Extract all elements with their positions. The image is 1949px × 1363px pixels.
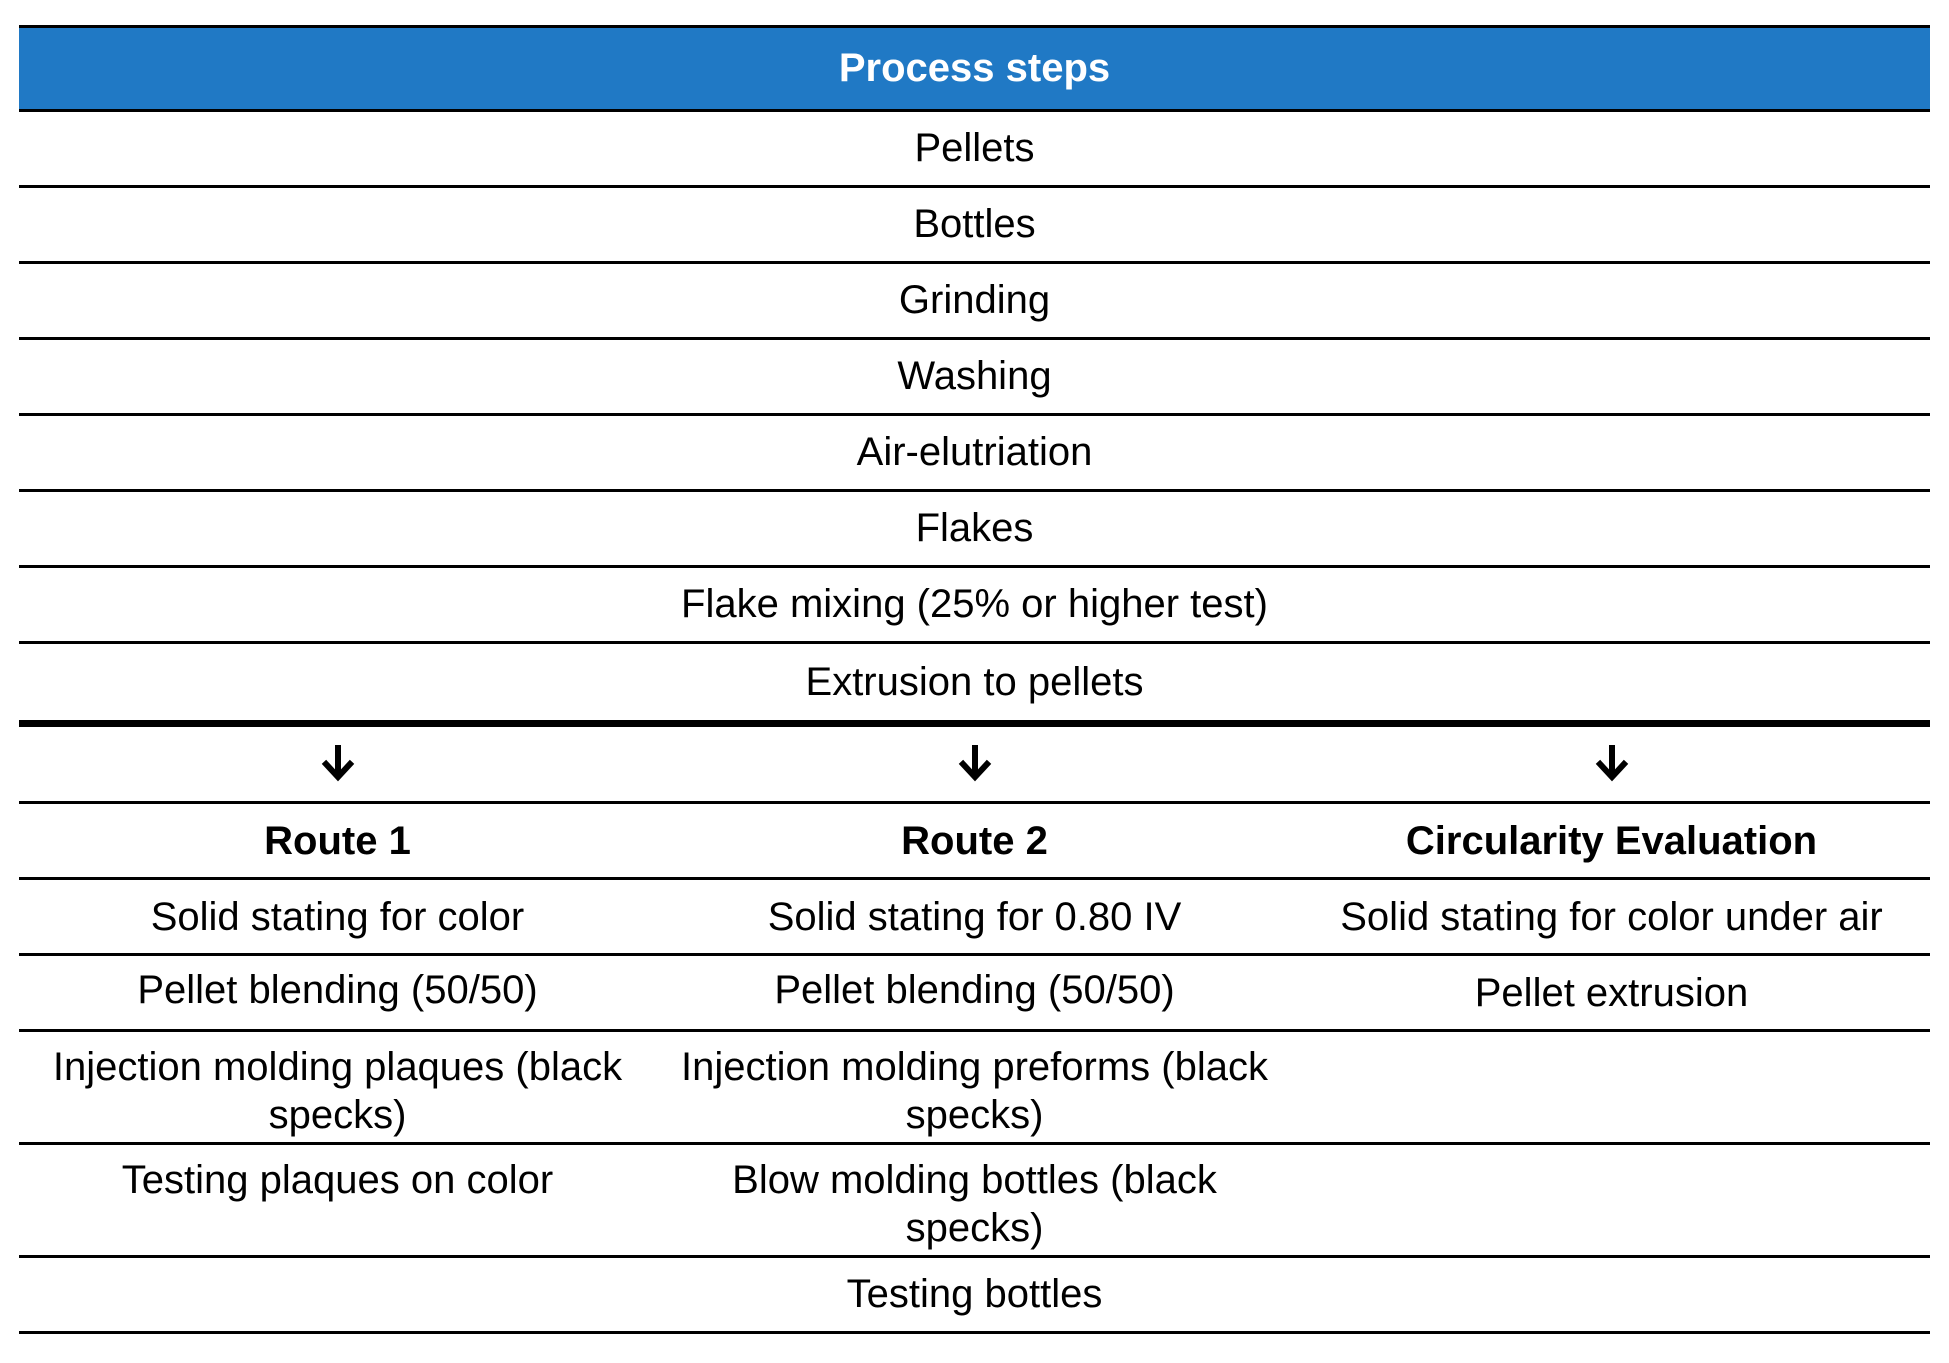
step-row-flake-mixing: Flake mixing (25% or higher test) <box>19 568 1930 644</box>
route-row-3: Injection molding plaques (black specks)… <box>19 1032 1930 1145</box>
circularity-step <box>1293 1032 1930 1145</box>
route-2-title: Route 2 <box>656 804 1293 880</box>
route-1-title: Route 1 <box>19 804 656 880</box>
arrow-row <box>19 727 1930 804</box>
circularity-title: Circularity Evaluation <box>1293 804 1930 880</box>
section-divider <box>19 720 1930 727</box>
route-row-4: Testing plaques on color Blow molding bo… <box>19 1145 1930 1258</box>
final-step-row: Testing bottles <box>19 1258 1930 1334</box>
process-table: Process steps Pellets Bottles Grinding W… <box>19 25 1930 1334</box>
circularity-step <box>1293 1145 1930 1258</box>
step-row-bottles: Bottles <box>19 188 1930 264</box>
route-2-step: Solid stating for 0.80 IV <box>656 880 1293 956</box>
circularity-step: Pellet extrusion <box>1293 956 1930 1032</box>
arrow-down-icon <box>19 727 656 804</box>
route-1-step: Solid stating for color <box>19 880 656 956</box>
step-row-pellets: Pellets <box>19 112 1930 188</box>
route-1-step: Injection molding plaques (black specks) <box>19 1032 656 1145</box>
step-row-flakes: Flakes <box>19 492 1930 568</box>
route-row-1: Solid stating for color Solid stating fo… <box>19 880 1930 956</box>
circularity-step: Solid stating for color under air <box>1293 880 1930 956</box>
arrow-down-icon <box>656 727 1293 804</box>
arrow-down-icon <box>1293 727 1930 804</box>
route-1-step: Pellet blending (50/50) <box>19 956 656 1032</box>
route-2-step: Pellet blending (50/50) <box>656 956 1293 1032</box>
step-row-grinding: Grinding <box>19 264 1930 340</box>
route-row-2: Pellet blending (50/50) Pellet blending … <box>19 956 1930 1032</box>
route-1-step: Testing plaques on color <box>19 1145 656 1258</box>
step-row-washing: Washing <box>19 340 1930 416</box>
step-row-air-elutriation: Air-elutriation <box>19 416 1930 492</box>
step-row-extrusion: Extrusion to pellets <box>805 659 1144 704</box>
table-header: Process steps <box>19 25 1930 112</box>
route-2-step: Blow molding bottles (black specks) <box>656 1145 1293 1258</box>
route-title-row: Route 1 Route 2 Circularity Evaluation <box>19 804 1930 880</box>
route-2-step: Injection molding preforms (black specks… <box>656 1032 1293 1145</box>
